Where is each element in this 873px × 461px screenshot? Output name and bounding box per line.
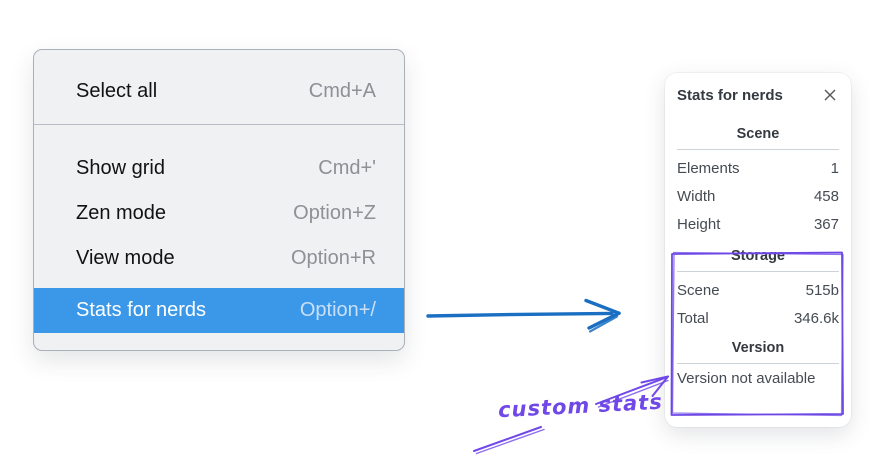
annotation-label: custom stats (497, 389, 664, 423)
menu-item-label: View mode (76, 247, 175, 269)
menu-item-shortcut: Cmd+A (308, 79, 376, 102)
stat-row-scene-storage: Scene 515b (677, 276, 839, 304)
menu-item-label: Stats for nerds (76, 299, 207, 321)
menu-item-label: Show grid (76, 157, 165, 179)
stats-panel: Stats for nerds Scene Elements 1 Width 4… (665, 73, 851, 427)
storage-stats: Scene 515b Total 346.6k (677, 276, 839, 332)
context-menu: Select all Cmd+A Show grid Cmd+' Zen mod… (33, 49, 405, 351)
menu-item-label: Select all (76, 79, 158, 102)
menu-item-shortcut: Option+Z (293, 202, 376, 224)
stat-row-total-storage: Total 346.6k (677, 304, 839, 332)
menu-item-shortcut: Option+/ (299, 299, 376, 321)
stat-value: 346.6k (793, 309, 839, 327)
menu-item-shortcut: Cmd+' (318, 157, 376, 179)
stat-value: 367 (813, 215, 839, 233)
scene-stats: Elements 1 Width 458 Height 367 (677, 154, 839, 238)
section-heading-scene: Scene (736, 126, 780, 142)
section-divider (677, 363, 839, 364)
stat-label: Scene (677, 281, 720, 299)
section-heading-storage: Storage (731, 248, 785, 264)
menu-separator (34, 124, 404, 125)
menu-item-select-all[interactable]: Select all Cmd+A (34, 63, 404, 119)
stat-label: Height (677, 215, 721, 233)
stat-label: Width (677, 187, 716, 205)
stat-value: 515b (805, 281, 839, 299)
stat-value: 1 (830, 159, 839, 177)
menu-item-show-grid[interactable]: Show grid Cmd+' (34, 146, 404, 191)
stat-row-height: Height 367 (677, 210, 839, 238)
stat-value: 458 (813, 187, 839, 205)
stat-label: Elements (677, 159, 740, 177)
close-icon[interactable] (821, 86, 839, 104)
menu-item-stats-for-nerds[interactable]: Stats for nerds Option+/ (34, 288, 404, 333)
section-divider (677, 149, 839, 150)
stats-panel-title: Stats for nerds (677, 86, 783, 104)
stats-panel-header: Stats for nerds (677, 73, 839, 104)
stat-row-elements: Elements 1 (677, 154, 839, 182)
blue-arrow (426, 298, 621, 333)
menu-item-view-mode[interactable]: View mode Option+R (34, 236, 404, 281)
version-note: Version not available (677, 370, 816, 387)
menu-item-zen-mode[interactable]: Zen mode Option+Z (34, 191, 404, 236)
section-divider (677, 271, 839, 272)
menu-item-label: Zen mode (76, 202, 167, 224)
stat-label: Total (677, 309, 709, 327)
section-heading-version: Version (731, 340, 785, 356)
stat-row-width: Width 458 (677, 182, 839, 210)
menu-item-shortcut: Option+R (290, 247, 376, 269)
